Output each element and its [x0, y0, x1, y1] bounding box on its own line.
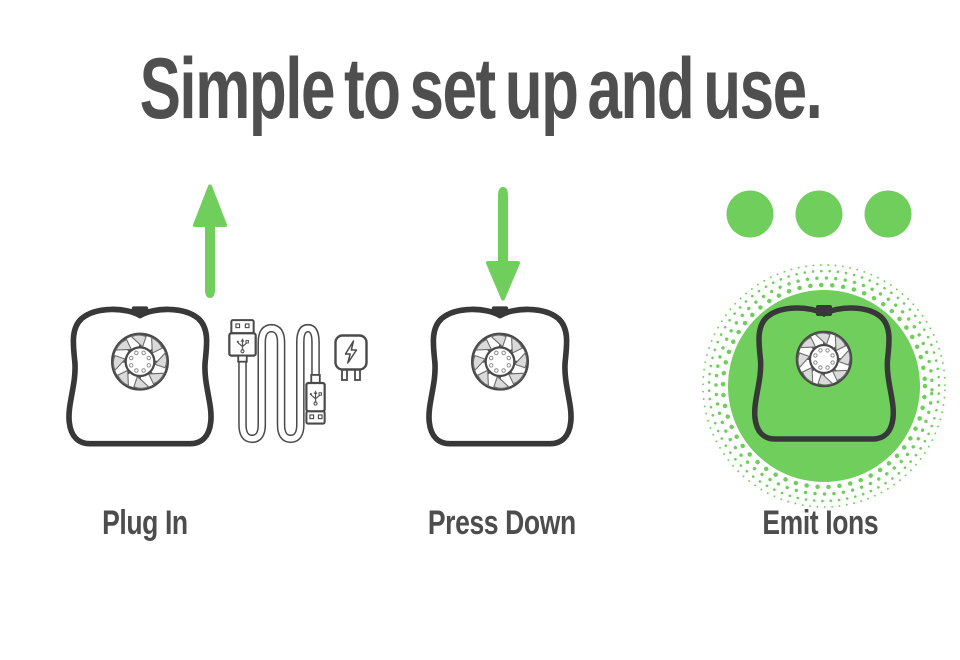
ionizer-device-illustration [418, 298, 582, 452]
dotted-ion-rings [702, 264, 946, 508]
arrow-down-icon [486, 187, 520, 301]
page-title: Simple to set up and use. [0, 46, 960, 132]
arrow-up-icon [193, 184, 227, 298]
usb-trident-icon [309, 390, 322, 406]
three-dots-icon [726, 190, 912, 238]
ion-halo-illustration [702, 264, 946, 508]
power-adapter-icon [334, 334, 368, 381]
usb-trident-icon [236, 338, 249, 354]
step-label-emit-ions: Emit Ions [762, 504, 878, 542]
usb-a-connector [305, 373, 326, 425]
step-label-plug-in: Plug In [102, 504, 188, 542]
usb-cable-icon [228, 319, 326, 444]
lightning-bolt-icon [344, 340, 358, 364]
ionizer-device-illustration [58, 298, 222, 452]
usb-a-connector [228, 319, 257, 363]
step-label-press-down: Press Down [428, 504, 576, 542]
page-title-text: Simple to set up and use. [139, 41, 822, 137]
